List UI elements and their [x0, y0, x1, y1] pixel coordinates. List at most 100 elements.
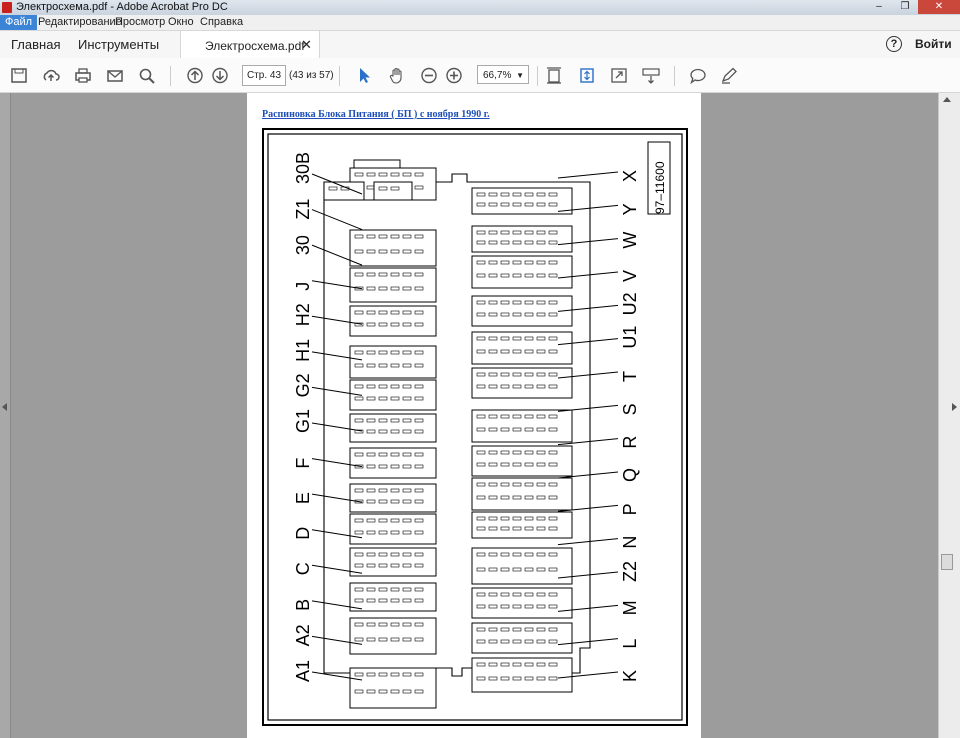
menu-help[interactable]: Справка	[200, 16, 244, 28]
menu-edit[interactable]: Редактирование	[38, 16, 122, 28]
comment-icon[interactable]	[689, 67, 707, 84]
pin-label-s: S	[620, 403, 640, 415]
fit-page-icon[interactable]	[545, 67, 563, 84]
zoom-select[interactable]: 66,7%▼	[477, 65, 529, 84]
connector-right	[471, 445, 573, 477]
pin-label-z1: Z1	[293, 199, 313, 220]
zoom-in-icon[interactable]	[445, 67, 463, 84]
menu-window[interactable]: Окно	[168, 16, 194, 28]
connector-right	[471, 657, 573, 693]
zoom-out-icon[interactable]	[420, 67, 438, 84]
separator	[339, 66, 340, 86]
close-tab-icon[interactable]: ✕	[301, 37, 312, 52]
prev-page-icon[interactable]	[186, 67, 204, 84]
minimize-button[interactable]: ‒	[876, 1, 882, 12]
expand-right-icon[interactable]	[952, 403, 957, 411]
expand-left-icon	[2, 403, 7, 411]
pin-label-f: F	[293, 458, 313, 469]
connector-left	[349, 229, 437, 267]
connector-left	[349, 267, 437, 303]
separator	[674, 66, 675, 86]
connector-blocks	[323, 167, 573, 709]
pin-label-q: Q	[620, 468, 640, 482]
connector-right	[471, 587, 573, 619]
pin-label-g1: G1	[293, 409, 313, 433]
connector-top	[373, 181, 413, 201]
scroll-mode-icon[interactable]	[578, 67, 596, 84]
save-icon[interactable]	[10, 67, 28, 84]
select-cursor-icon[interactable]	[355, 67, 373, 84]
acrobat-icon	[2, 2, 12, 13]
pin-label-30: 30	[293, 235, 313, 255]
highlight-pen-icon[interactable]	[720, 67, 738, 84]
connector-left	[349, 305, 437, 337]
menu-file[interactable]: Файл	[0, 15, 38, 30]
scroll-up-icon[interactable]	[943, 97, 951, 102]
document-tab-label: Электросхема.pdf	[205, 39, 305, 53]
connector-left	[349, 413, 437, 443]
pin-label-v: V	[620, 270, 640, 282]
pin-label-w: W	[620, 232, 640, 249]
document-heading-link[interactable]: Распиновка Блока Питания ( БП ) с ноября…	[262, 109, 490, 120]
pin-label-m: M	[620, 600, 640, 615]
help-icon[interactable]: ?	[886, 36, 902, 52]
pin-label-r: R	[620, 436, 640, 449]
chevron-down-icon: ▼	[516, 71, 524, 80]
scrollbar-thumb[interactable]	[941, 554, 953, 570]
connector-right	[471, 367, 573, 399]
connector-left	[349, 513, 437, 545]
connector-right	[471, 547, 573, 585]
sign-in-button[interactable]: Войти	[915, 37, 952, 51]
tab-document[interactable]: Электросхема.pdf ✕	[180, 31, 320, 59]
connector-top	[323, 181, 365, 201]
connector-right	[471, 295, 573, 327]
maximize-button[interactable]: ❐	[900, 1, 910, 12]
pin-label-a2: A2	[293, 624, 313, 646]
tab-home[interactable]: Главная	[11, 37, 61, 52]
pin-label-j: J	[293, 282, 313, 291]
page-number-input[interactable]: Стр. 43	[242, 65, 286, 86]
part-code: 97–11600	[653, 161, 667, 214]
connector-right	[471, 331, 573, 365]
tab-tools[interactable]: Инструменты	[78, 37, 160, 52]
connector-left	[349, 667, 437, 709]
separator	[537, 66, 538, 86]
connector-right	[471, 225, 573, 253]
email-icon[interactable]	[106, 67, 124, 84]
tab-bar: Главная Инструменты Электросхема.pdf ✕	[0, 31, 960, 59]
menu-view[interactable]: Просмотр	[115, 16, 166, 28]
connector-left	[349, 582, 437, 612]
pin-label-z2: Z2	[620, 561, 640, 582]
leader-lines	[311, 171, 619, 681]
pin-label-n: N	[620, 536, 640, 549]
left-panel-toggle[interactable]	[0, 93, 11, 738]
pin-label-g2: G2	[293, 373, 313, 397]
full-screen-icon[interactable]	[610, 67, 628, 84]
menu-bar: Файл Редактирование Просмотр Окно Справк…	[0, 15, 960, 31]
close-window-button[interactable]: ✕	[918, 0, 960, 14]
pin-label-d: D	[293, 527, 313, 540]
next-page-icon[interactable]	[211, 67, 229, 84]
pin-label-h1: H1	[293, 339, 313, 362]
vertical-scrollbar[interactable]	[938, 93, 960, 738]
connector-left	[349, 345, 437, 379]
upload-cloud-icon[interactable]	[42, 67, 60, 84]
connector-right	[471, 187, 573, 215]
connector-right	[471, 255, 573, 289]
connector-left	[349, 617, 437, 655]
pin-label-c: C	[293, 562, 313, 575]
page-count: (43 из 57)	[289, 70, 334, 81]
search-icon[interactable]	[138, 67, 156, 84]
title-bar: Электросхема.pdf - Adobe Acrobat Pro DC …	[0, 0, 960, 16]
window-title: Электросхема.pdf - Adobe Acrobat Pro DC	[16, 1, 228, 13]
pin-label-l: L	[620, 639, 640, 649]
hand-tool-icon[interactable]	[388, 67, 406, 84]
read-mode-icon[interactable]	[642, 67, 660, 84]
pin-label-e: E	[293, 492, 313, 504]
print-icon[interactable]	[74, 67, 92, 84]
pin-label-u2: U2	[620, 292, 640, 315]
pin-label-b: B	[293, 599, 313, 611]
